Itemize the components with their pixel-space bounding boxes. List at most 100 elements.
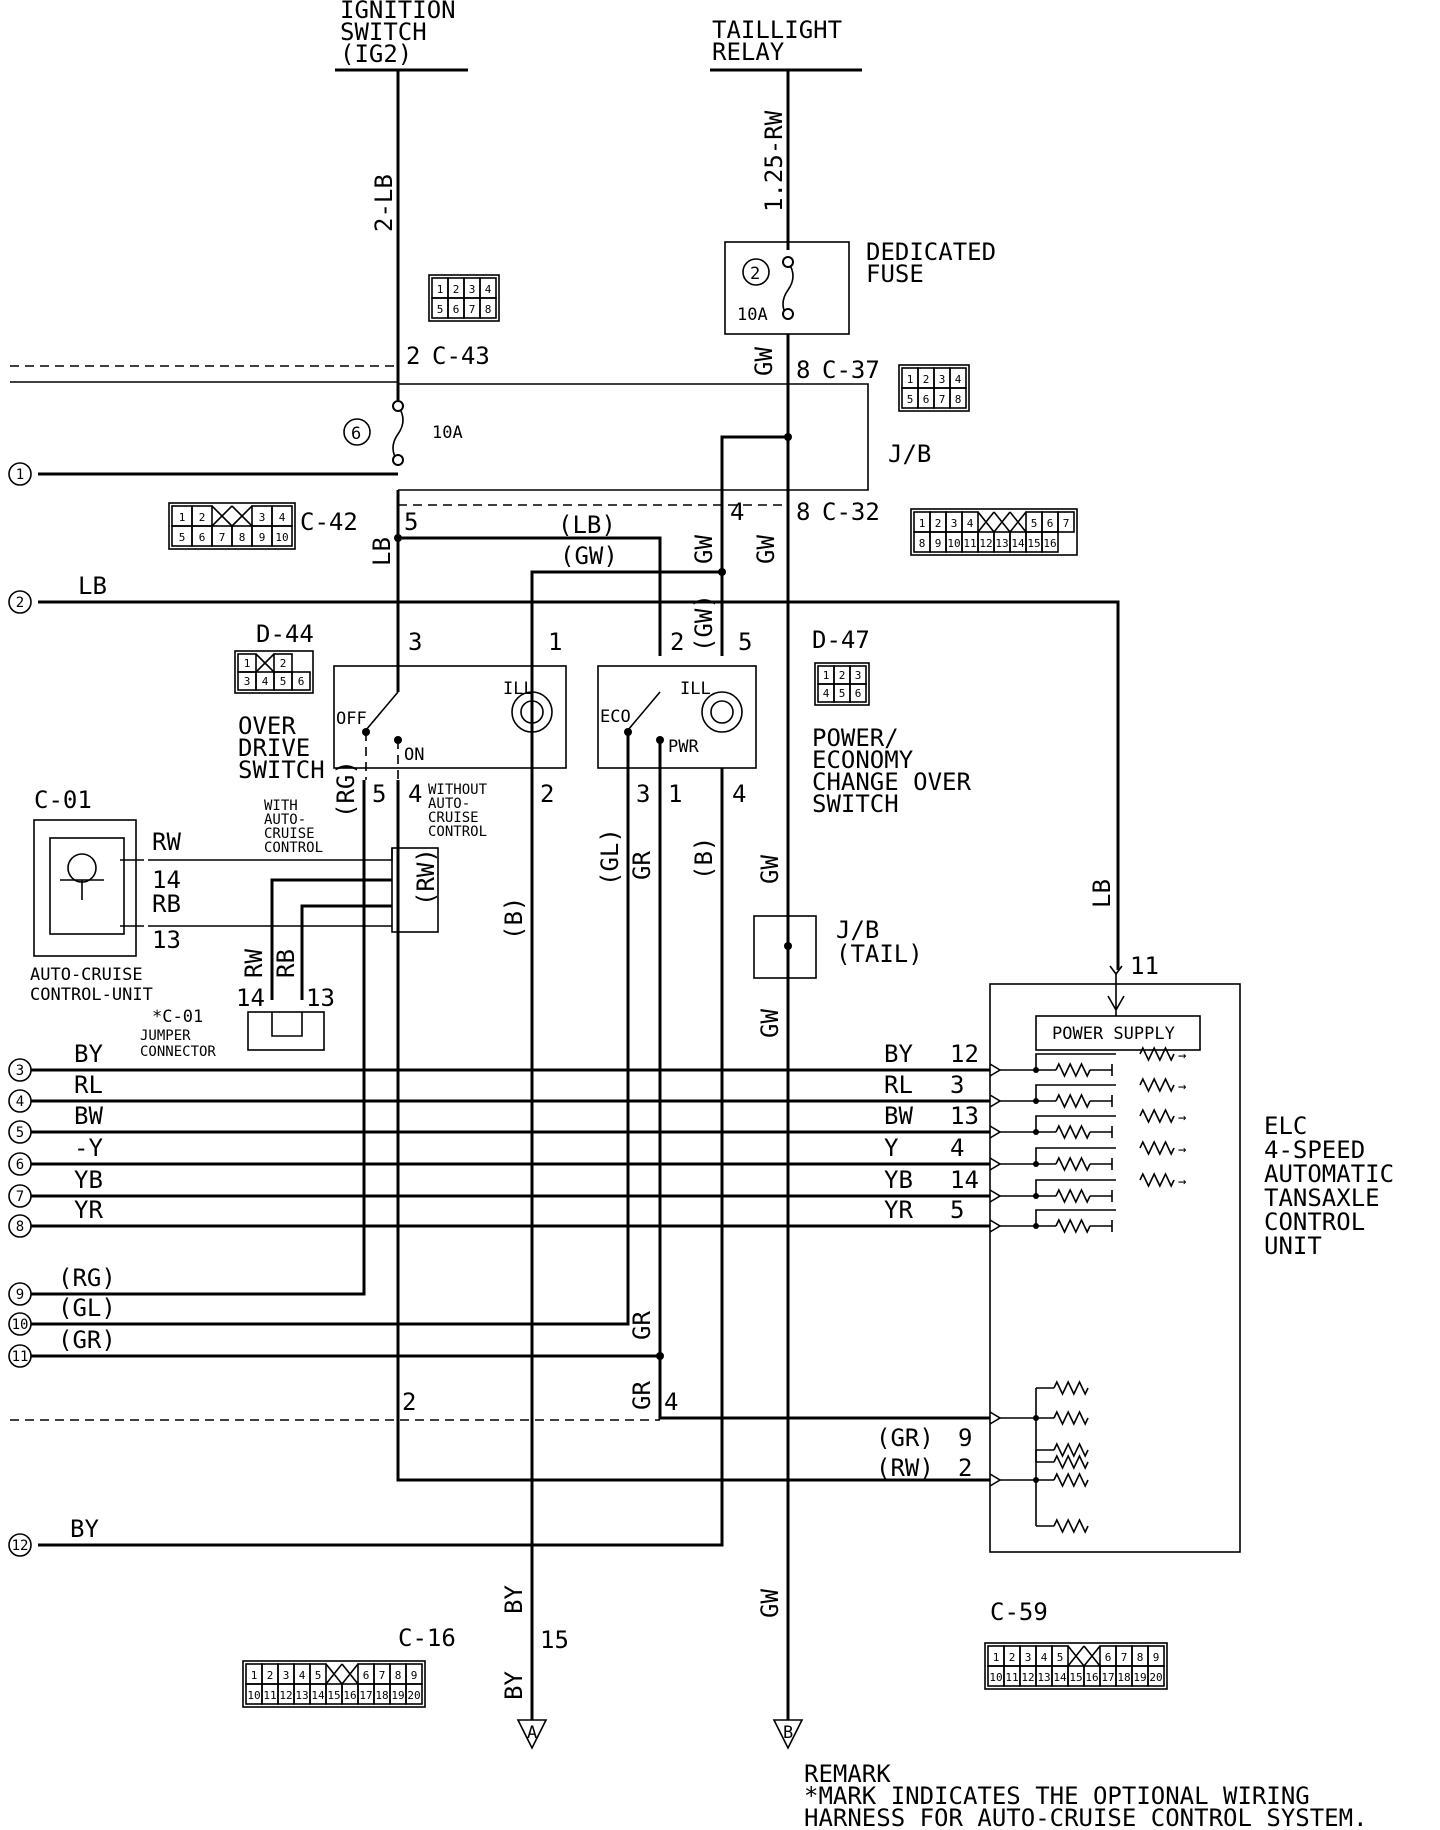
c37-pin-number: 4 — [955, 373, 962, 386]
ecu-trace — [1035, 1147, 1116, 1164]
d44-cell — [291, 671, 311, 691]
rail-terminal-no: 11 — [12, 1349, 29, 1365]
d44-pin-number: 3 — [244, 675, 251, 688]
od-label-1: OVER — [238, 712, 296, 740]
without-acc-4: CONTROL — [428, 824, 487, 840]
rail-wire-label: BY — [74, 1040, 103, 1068]
wire-gw-bottom: GW — [756, 1589, 784, 1618]
ecu-resistor — [1053, 1380, 1089, 1396]
elc-1: ELC — [1264, 1112, 1307, 1140]
rail-terminal-no: 6 — [16, 1157, 24, 1173]
c16-pin-number: 12 — [279, 1689, 292, 1702]
d47-pin-number: 3 — [855, 669, 862, 682]
d47-pin-number: 6 — [855, 687, 862, 700]
ecu-input-terminal — [989, 1094, 1002, 1108]
jb-fuse-6: 6 10A — [343, 400, 463, 466]
c16-pin-number: 8 — [395, 1669, 402, 1682]
elc-6: UNIT — [1264, 1232, 1322, 1260]
acc-unit-1: AUTO-CRUISE — [30, 965, 143, 985]
c32-pin-number: 9 — [935, 537, 942, 550]
c59-outline — [984, 1642, 1168, 1690]
elc-3: AUTOMATIC — [1264, 1160, 1394, 1188]
c32-cell — [1041, 531, 1059, 553]
rail-terminal-no: 7 — [16, 1189, 24, 1205]
c37-pin-number: 2 — [923, 373, 930, 386]
c01-rw: RW — [152, 828, 181, 856]
c59-pin-number: 1 — [993, 1651, 1000, 1664]
rail-terminal-no: 1 — [16, 467, 24, 483]
without-acc-1: WITHOUT — [428, 782, 488, 798]
rail-wire-label: -Y — [74, 1134, 103, 1162]
wire-gw-top: GW — [750, 347, 778, 376]
jumper-pin14: 14 — [236, 984, 265, 1012]
ecu-lower-pin-2: 2 — [958, 1454, 972, 1482]
ecu-input-terminal — [989, 1063, 1002, 1077]
ecu-input-terminal — [989, 1473, 1002, 1487]
wire-lb-c42: LB — [368, 537, 396, 566]
rail-terminal — [8, 1533, 32, 1557]
ecu-resistor — [1053, 1518, 1089, 1534]
c59-pin-number: 9 — [1153, 1651, 1160, 1664]
c16-pin-number: 4 — [299, 1669, 306, 1682]
c01-rb: RB — [152, 890, 181, 918]
c59-pin-number: 17 — [1101, 1671, 1114, 1684]
ground-b-label: B — [783, 1723, 793, 1743]
ecu-lower-pin-1: 9 — [958, 1424, 972, 1452]
ecu-trace — [1090, 1190, 1113, 1202]
wire-lb-paren: (LB) — [558, 511, 616, 539]
od-pin2: 2 — [540, 780, 554, 808]
elc-control-unit: POWER SUPPLY ELC 4-SPEED AUTOMATIC TANSA… — [989, 983, 1394, 1553]
c42-blank-cell — [211, 505, 233, 527]
ecu-input-terminal — [989, 1219, 1002, 1233]
wire-by-lower: BY — [500, 1671, 528, 1700]
ecu-pin-label: 3 — [950, 1071, 964, 1099]
od-pin5: 5 — [372, 780, 386, 808]
ecu-pullup-resistor — [1139, 1140, 1175, 1156]
wire-rg-od: (RG) — [332, 760, 360, 818]
c42-outline — [168, 502, 296, 550]
c32-pin-number: 4 — [967, 517, 974, 530]
d44-outline — [234, 650, 314, 694]
c16-outline — [242, 1660, 426, 1708]
wire-rw-od: (RW) — [412, 848, 440, 906]
ecu-pin11: 11 — [1130, 952, 1159, 980]
rail-wire-label: YB — [74, 1166, 103, 1194]
pe-label-1: POWER/ — [812, 724, 899, 752]
ecu-input-terminal — [989, 1125, 1002, 1139]
c43-pin-number: 1 — [437, 283, 444, 296]
c37-outline — [898, 364, 970, 412]
c43-pin: 2 — [406, 342, 420, 370]
d47-pin-number: 5 — [839, 687, 846, 700]
rail-terminal-no: 9 — [16, 1287, 24, 1303]
c32-pin-number: 15 — [1027, 537, 1040, 550]
jb-label: J/B — [888, 440, 931, 468]
jb-tail-1: J/B — [836, 916, 879, 944]
c16-pin-number: 13 — [295, 1689, 308, 1702]
ground-b: B — [772, 1719, 804, 1750]
dedicated-fuse-rating: 10A — [737, 305, 768, 325]
c59-pin-number: 11 — [1005, 1671, 1018, 1684]
jb-tail-2: (TAIL) — [836, 940, 923, 968]
c32-pin-number: 14 — [1011, 537, 1025, 550]
d47-pin-number: 2 — [839, 669, 846, 682]
ecu-trace — [1035, 1209, 1116, 1226]
jumper-code: *C-01 — [152, 1007, 203, 1027]
remark-1: REMARK — [804, 1760, 891, 1788]
ecu-wire-label: YR — [884, 1196, 913, 1224]
c59-pin-number: 10 — [989, 1671, 1002, 1684]
c42-pin-number: 6 — [199, 531, 206, 544]
jumper-rw: RW — [240, 949, 268, 978]
ecu-pin-label: 14 — [950, 1166, 979, 1194]
ecu-input-terminal — [989, 1157, 1002, 1171]
with-acc-3: CRUISE — [264, 826, 315, 842]
c16-pin-number: 3 — [283, 1669, 290, 1682]
jumper-pin13: 13 — [306, 984, 335, 1012]
c16-pin-number: 19 — [391, 1689, 404, 1702]
d44-pin-number: 2 — [280, 657, 287, 670]
c43-pin-number: 7 — [469, 303, 476, 316]
with-acc-2: AUTO- — [264, 812, 306, 828]
